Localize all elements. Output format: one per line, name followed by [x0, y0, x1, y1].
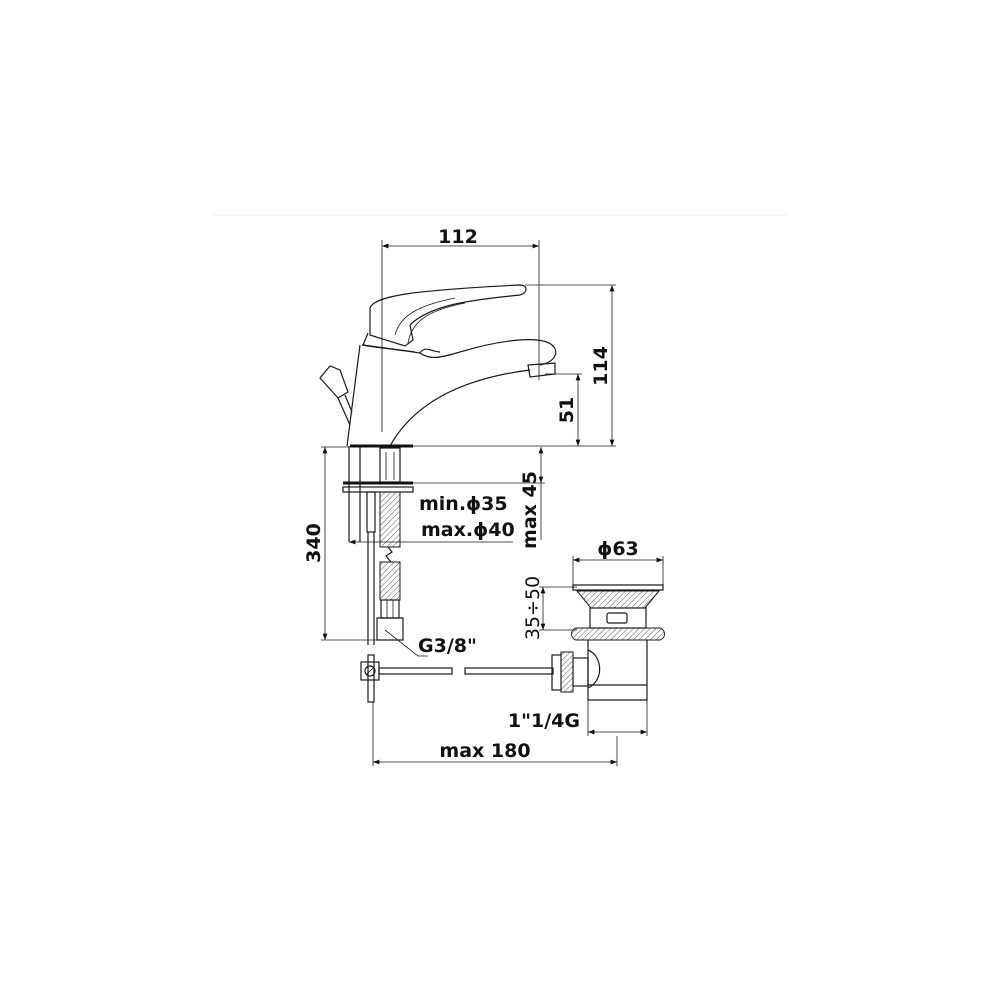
hose-upper — [379, 491, 401, 548]
popup-lever — [319, 365, 353, 426]
dim-51: 51 — [556, 397, 578, 423]
dim-max-45: max 45 — [519, 471, 541, 549]
dim-g38: G3/8" — [418, 635, 477, 657]
dim-1-1-4g: 1"1/4G — [508, 710, 580, 732]
hose-lower — [379, 561, 401, 601]
under-deck-assembly — [342, 446, 414, 645]
dim-phi63: ϕ63 — [597, 538, 639, 560]
dim-hole-max: max.ϕ40 — [421, 519, 515, 541]
popup-rod — [360, 654, 554, 703]
waste-drain — [551, 584, 665, 701]
dim-340: 340 — [303, 523, 325, 563]
knurled-nut — [560, 651, 574, 693]
dimension-lines — [321, 240, 664, 766]
dim-112: 112 — [438, 226, 478, 248]
dim-hole-min: min.ϕ35 — [419, 493, 508, 515]
dim-35-50: 35÷50 — [522, 576, 544, 640]
dim-max-180: max 180 — [439, 740, 530, 762]
faucet-body — [346, 284, 557, 448]
dim-114: 114 — [590, 346, 612, 386]
